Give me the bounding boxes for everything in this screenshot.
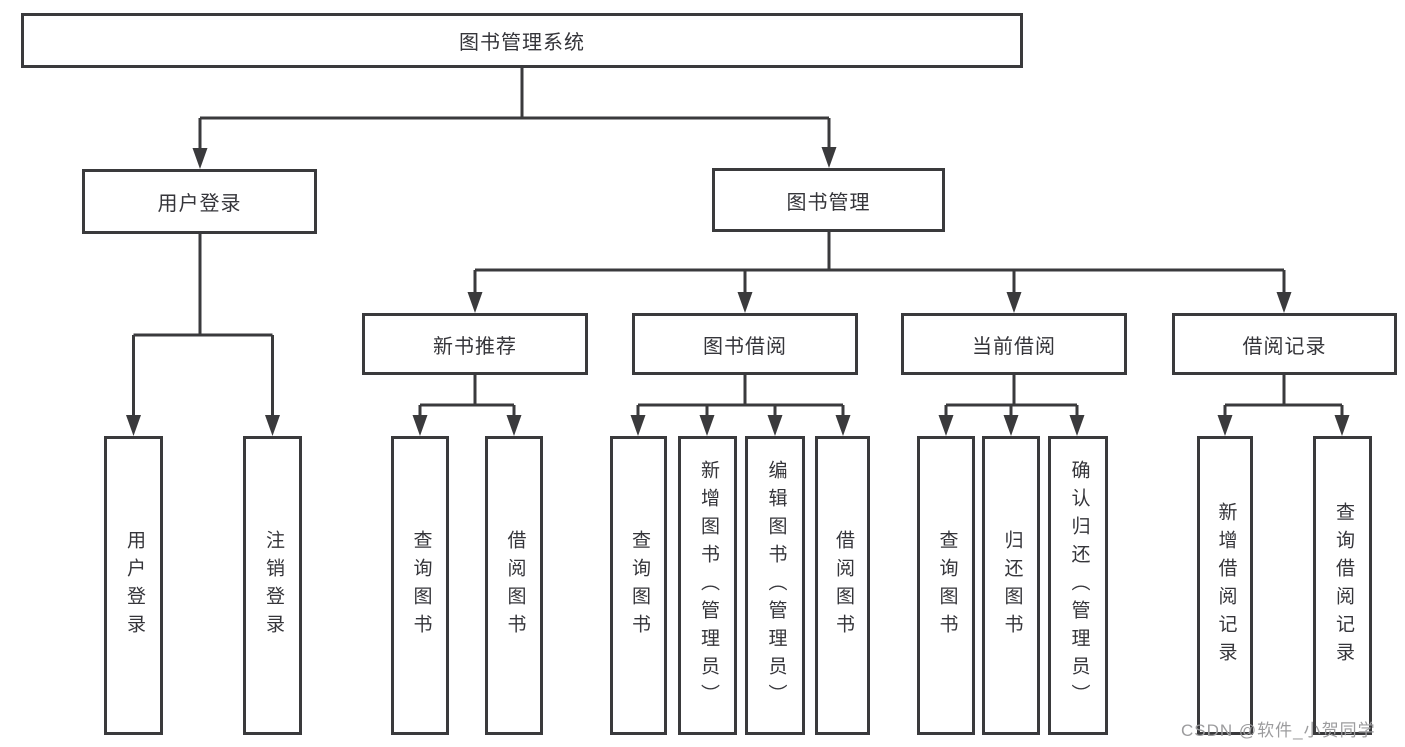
leaf-query-books-borrow: 查询图书 xyxy=(610,436,667,735)
leaf-edit-book-admin: 编辑图书（管理员） xyxy=(745,436,805,735)
node-current-borrow: 当前借阅 xyxy=(901,313,1127,375)
leaf-logout: 注销登录 xyxy=(243,436,302,735)
leaf-query-borrow-record: 查询借阅记录 xyxy=(1313,436,1372,735)
leaf-query-books-recommend: 查询图书 xyxy=(391,436,449,735)
leaf-borrow-books-borrow: 借阅图书 xyxy=(815,436,870,735)
csdn-watermark: CSDN @软件_小贺同学 xyxy=(1181,721,1376,740)
leaf-add-borrow-record: 新增借阅记录 xyxy=(1197,436,1253,735)
leaf-add-book-admin: 新增图书（管理员） xyxy=(678,436,737,735)
node-book-management: 图书管理 xyxy=(712,168,945,232)
leaf-user-login: 用户登录 xyxy=(104,436,163,735)
node-new-book-recommend: 新书推荐 xyxy=(362,313,588,375)
node-borrow-records: 借阅记录 xyxy=(1172,313,1397,375)
leaf-borrow-books-recommend: 借阅图书 xyxy=(485,436,543,735)
node-book-borrow: 图书借阅 xyxy=(632,313,858,375)
leaf-query-books-current: 查询图书 xyxy=(917,436,975,735)
leaf-confirm-return-admin: 确认归还（管理员） xyxy=(1048,436,1108,735)
node-user-login: 用户登录 xyxy=(82,169,317,234)
node-root: 图书管理系统 xyxy=(21,13,1023,68)
leaf-return-book: 归还图书 xyxy=(982,436,1040,735)
